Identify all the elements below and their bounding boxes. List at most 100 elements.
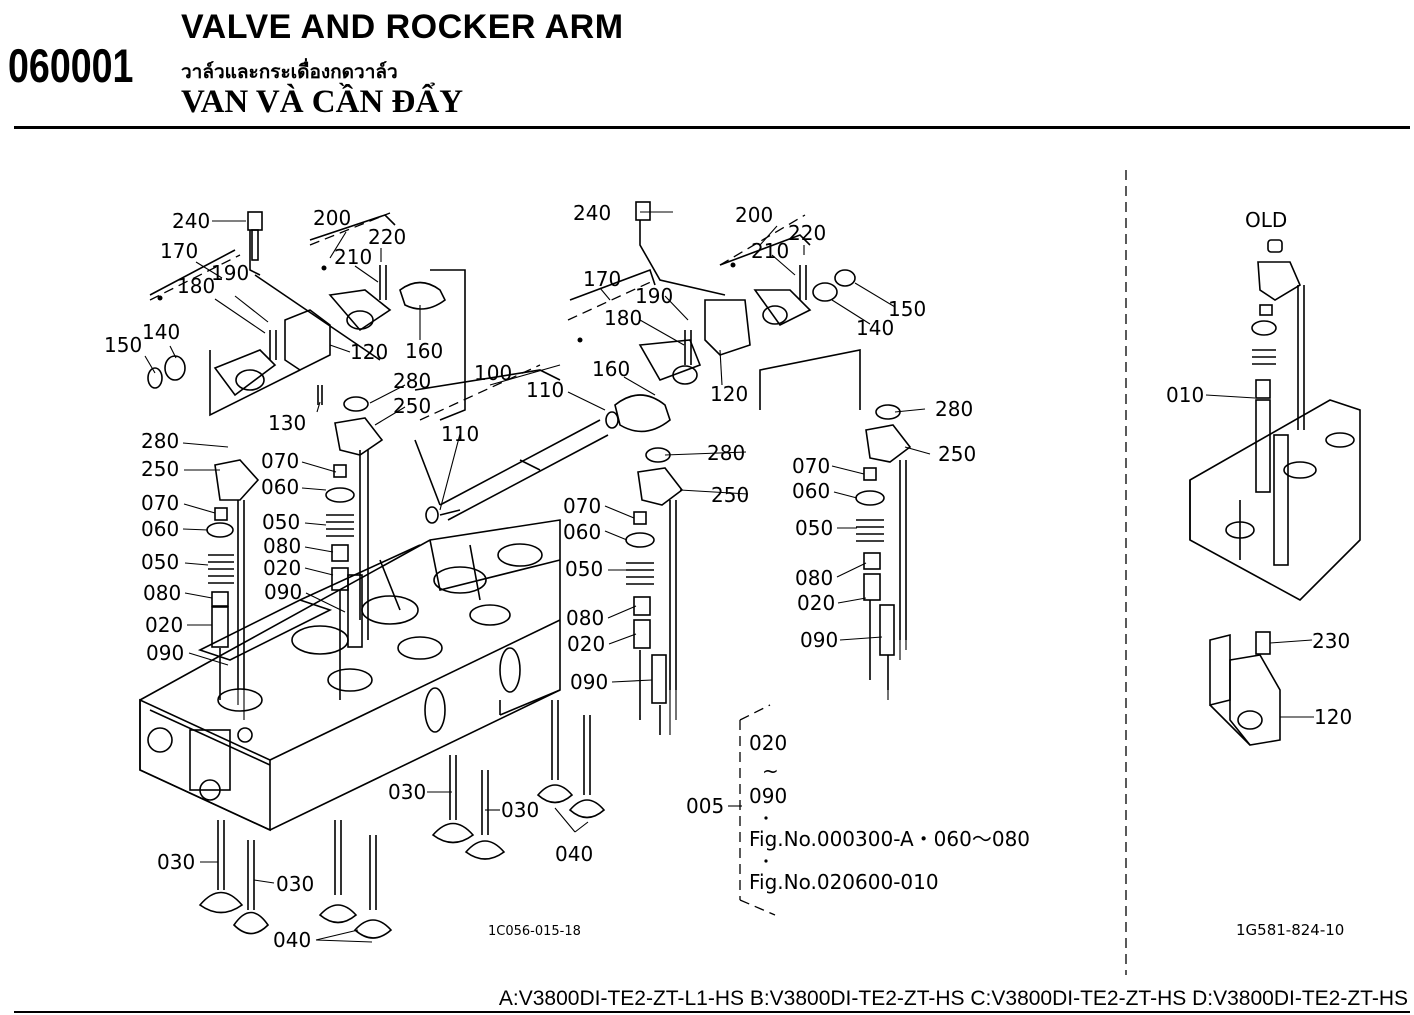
rocker-assembly-center (569, 201, 861, 410)
label-030-a: 030 (157, 850, 195, 874)
valve-stack-4 (855, 404, 912, 690)
label-090-c: 090 (570, 670, 608, 694)
label-250-c: 250 (711, 483, 749, 507)
figure-id-left: 1C056-015-18 (488, 924, 581, 939)
label-080-c: 080 (566, 606, 604, 630)
label-030-c: 030 (388, 780, 426, 804)
label-280-d: 280 (935, 397, 973, 421)
footer-rule (14, 1011, 1410, 1013)
old-inset-drawing (1189, 239, 1361, 746)
label-170-center: 170 (583, 267, 621, 291)
label-020-b: 020 (263, 556, 301, 580)
label-080-b: 080 (263, 534, 301, 558)
note-fig-ref-1: Fig.No.000300-A・060～080 (749, 827, 1030, 851)
label-040-b: 040 (555, 842, 593, 866)
label-110-b: 110 (441, 422, 479, 446)
rocker-assembly-left (147, 211, 466, 421)
label-250-a: 250 (393, 394, 431, 418)
note-dot-2 (764, 859, 768, 863)
label-100: 100 (474, 361, 512, 385)
label-050-c: 050 (565, 557, 603, 581)
label-070-b: 070 (261, 449, 299, 473)
cylinder-head-drawing (139, 519, 561, 832)
label-120-center: 120 (710, 382, 748, 406)
label-250-b: 250 (141, 457, 179, 481)
model-applicability-footer: A:V3800DI-TE2-ZT-L1-HS B:V3800DI-TE2-ZT-… (498, 987, 1408, 1010)
label-180-left: 180 (177, 274, 215, 298)
label-170-left: 170 (160, 239, 198, 263)
note-tilde: ~ (762, 759, 779, 783)
label-050-a: 050 (141, 550, 179, 574)
label-060-d: 060 (792, 479, 830, 503)
label-070-d: 070 (792, 454, 830, 478)
valves-left (198, 700, 606, 939)
label-240-left: 240 (172, 209, 210, 233)
label-150-left: 150 (104, 333, 142, 357)
label-220-center: 220 (788, 221, 826, 245)
label-060-b: 060 (261, 475, 299, 499)
label-090-d: 090 (800, 628, 838, 652)
label-140-center: 140 (856, 316, 894, 340)
label-050-b: 050 (262, 510, 300, 534)
label-140-left: 140 (142, 320, 180, 344)
group-dashed-lines (149, 170, 1127, 975)
label-240-center: 240 (573, 201, 611, 225)
part-labels: 240 200 220 210 170 180 190 150 140 120 … (104, 201, 1352, 952)
figure-id-right: 1G581-824-10 (1236, 921, 1344, 939)
label-200-left: 200 (313, 206, 351, 230)
label-210-left: 210 (334, 245, 372, 269)
label-030-b: 030 (276, 872, 314, 896)
label-180-center: 180 (604, 306, 642, 330)
diagram-drawing (139, 170, 1361, 975)
label-160-center: 160 (592, 357, 630, 381)
header-rule (14, 126, 1410, 129)
label-090-a: 090 (146, 641, 184, 665)
label-080-d: 080 (795, 566, 833, 590)
label-120-old: 120 (1314, 705, 1352, 729)
label-030-d: 030 (501, 798, 539, 822)
valve-stack-2 (325, 396, 384, 700)
leader-lines (144, 211, 1314, 943)
label-080-a: 080 (143, 581, 181, 605)
group-dots (157, 262, 736, 343)
label-110-a: 110 (526, 378, 564, 402)
label-060-c: 060 (563, 520, 601, 544)
label-090-b: 090 (264, 580, 302, 604)
note-range-start: 020 (749, 731, 787, 755)
label-210-center: 210 (751, 239, 789, 263)
label-070-c: 070 (563, 494, 601, 518)
note-range-end: 090 (749, 784, 787, 808)
label-200-center: 200 (735, 203, 773, 227)
label-020-d: 020 (797, 591, 835, 615)
label-150-center: 150 (888, 297, 926, 321)
title-english: VALVE AND ROCKER ARM (181, 8, 624, 46)
arrow-lines (237, 640, 907, 735)
label-070-a: 070 (141, 491, 179, 515)
label-old: OLD (1245, 208, 1287, 232)
label-230: 230 (1312, 629, 1350, 653)
label-250-d: 250 (938, 442, 976, 466)
label-050-d: 050 (795, 516, 833, 540)
valve-stack-1 (206, 459, 260, 700)
title-vietnamese: VAN VÀ CẦN ĐẨY (181, 84, 464, 120)
rocker-shaft (414, 369, 671, 524)
label-220-left: 220 (368, 225, 406, 249)
label-130: 130 (268, 411, 306, 435)
note-dot-1 (764, 816, 768, 820)
label-005: 005 (686, 794, 724, 818)
label-190-left: 190 (211, 261, 249, 285)
label-020-a: 020 (145, 613, 183, 637)
label-120-left: 120 (350, 340, 388, 364)
label-280-c: 280 (707, 441, 745, 465)
label-280-a: 280 (393, 369, 431, 393)
label-190-center: 190 (635, 284, 673, 308)
valve-stack-3 (625, 447, 684, 735)
label-160-left: 160 (405, 339, 443, 363)
page-code: 060001 (8, 39, 134, 92)
note-fig-ref-2: Fig.No.020600-010 (749, 870, 939, 894)
label-010: 010 (1166, 383, 1204, 407)
label-020-c: 020 (567, 632, 605, 656)
title-thai: วาล์วและกระเดื่องกดวาล์ว (181, 61, 398, 83)
label-060-a: 060 (141, 517, 179, 541)
